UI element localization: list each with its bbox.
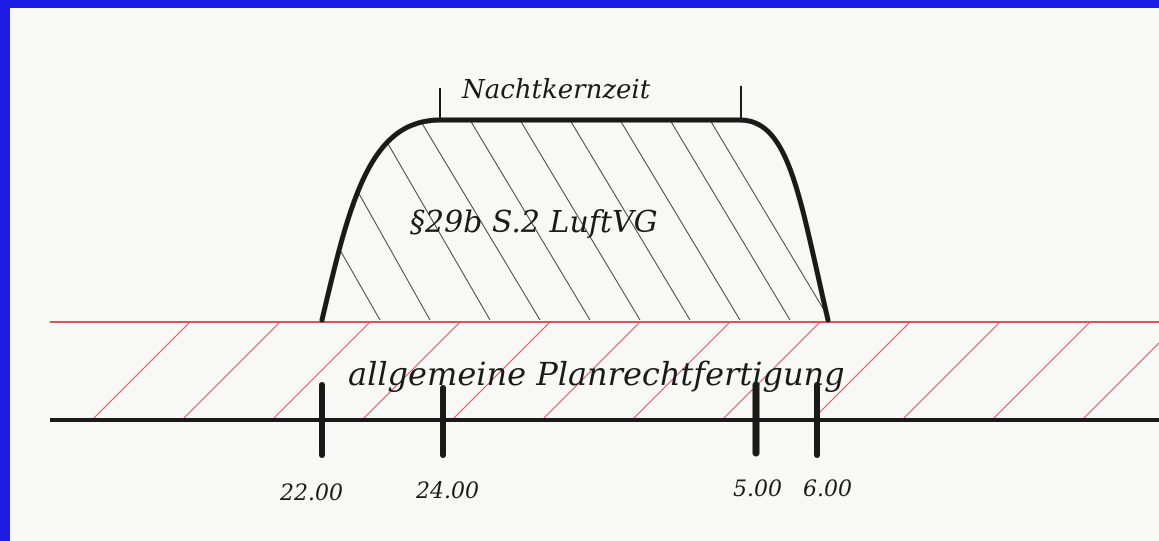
band-label: allgemeine Planrechtfertigung [348, 355, 845, 393]
tick-label-6: 6.00 [803, 477, 852, 502]
night-core-label: Nachtkernzeit [461, 75, 651, 105]
tick-label-5: 5.00 [733, 477, 782, 502]
band-hatching [89, 322, 1159, 422]
tick-label-24: 24.00 [415, 479, 479, 504]
paper-sheet [10, 8, 1159, 541]
tick-label-22: 22.00 [279, 481, 343, 506]
regulation-label: §29b S.2 LuftVG [410, 205, 658, 240]
curve-hatching [322, 120, 828, 320]
